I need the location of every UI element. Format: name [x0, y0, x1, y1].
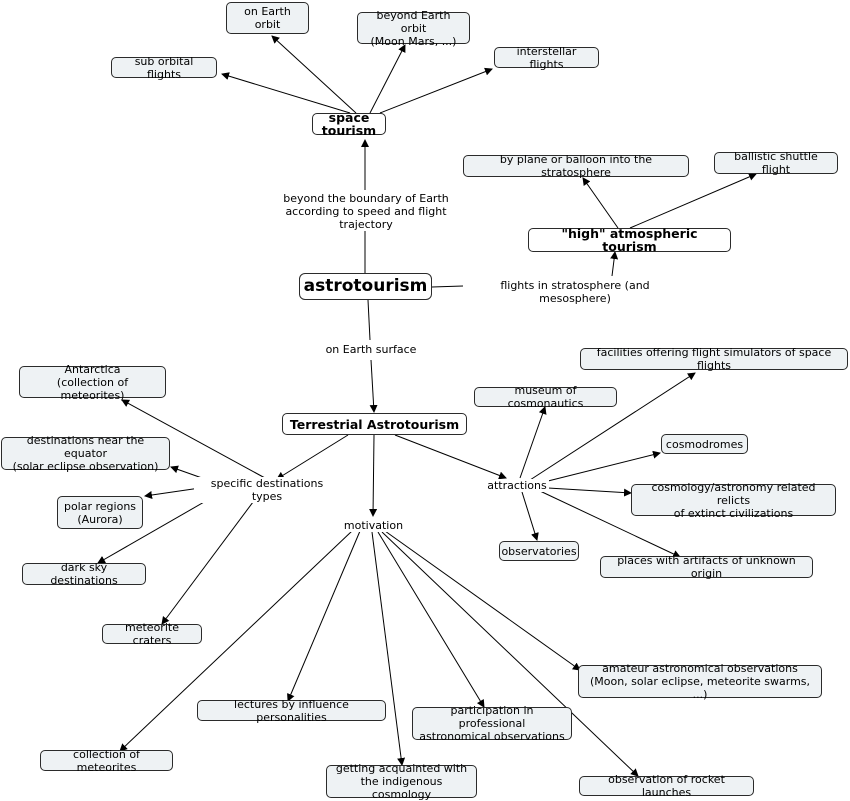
edge [271, 35, 357, 114]
edge [287, 530, 361, 702]
node-amateur-observations[interactable]: amateur astronomical observations (Moon,… [578, 662, 822, 701]
node-destinations-near-equator[interactable]: destinations near the equator (solar ecl… [1, 434, 170, 473]
edge [221, 72, 351, 114]
label-attractions: attractions [485, 479, 549, 492]
node-ballistic-shuttle-flight[interactable]: ballistic shuttle flight [714, 150, 838, 176]
label-beyond-boundary: beyond the boundary of Earth according t… [258, 192, 474, 231]
edge [371, 531, 406, 766]
edge [121, 399, 266, 479]
node-museum-of-cosmonautics[interactable]: museum of cosmonautics [474, 384, 617, 410]
edge [170, 465, 203, 479]
edge [521, 491, 539, 541]
node-relicts[interactable]: cosmology/astronomy related relicts of e… [631, 481, 836, 520]
terrestrial-astrotourism-node[interactable]: Terrestrial Astrotourism [282, 413, 467, 435]
node-dark-sky-destinations[interactable]: dark sky destinations [22, 561, 146, 587]
edge [119, 530, 353, 752]
edge [529, 372, 696, 481]
node-meteorite-craters[interactable]: meteorite craters [102, 621, 202, 647]
edge [519, 406, 547, 479]
edge [369, 44, 406, 114]
node-plane-or-balloon[interactable]: by plane or balloon into the stratospher… [463, 153, 689, 179]
edge [379, 67, 493, 114]
edge [381, 531, 639, 777]
node-lectures[interactable]: lectures by influence personalities [197, 698, 386, 724]
node-beyond-earth-orbit[interactable]: beyond Earth orbit (Moon Mars, ...) [357, 9, 470, 48]
node-observatories[interactable]: observatories [499, 541, 579, 561]
edge [431, 285, 464, 288]
edge [610, 251, 619, 277]
astrotourism-node[interactable]: astrotourism [299, 273, 432, 300]
edge [582, 177, 619, 229]
node-artifacts-unknown-origin[interactable]: places with artifacts of unknown origin [600, 554, 813, 580]
edge [161, 489, 263, 625]
node-interstellar-flights[interactable]: interstellar flights [494, 45, 599, 71]
node-cosmodromes[interactable]: cosmodromes [661, 434, 748, 454]
node-indigenous-cosmology[interactable]: getting acquainted with the indigenous c… [326, 762, 477, 801]
edge [377, 531, 485, 708]
node-on-earth-orbit[interactable]: on Earth orbit [226, 2, 309, 34]
edge [144, 487, 201, 499]
high-atmospheric-tourism-node[interactable]: "high" atmospheric tourism [528, 227, 731, 253]
label-flights-stratosphere: flights in stratosphere (and mesosphere) [464, 279, 686, 305]
label-motivation: motivation [342, 519, 405, 532]
edge [629, 173, 757, 229]
node-flight-simulators[interactable]: facilities offering flight simulators of… [580, 346, 848, 372]
node-rocket-launches[interactable]: observation of rocket launches [579, 773, 754, 799]
edge [369, 359, 378, 413]
node-participation-professional[interactable]: participation in professional astronomic… [412, 704, 572, 743]
space-tourism-node[interactable]: space tourism [312, 111, 386, 137]
node-antarctica[interactable]: Antarctica (collection of meteorites) [19, 363, 166, 402]
edge [539, 490, 681, 558]
label-on-earth-surface: on Earth surface [322, 343, 420, 356]
edge [276, 434, 349, 480]
edge [369, 434, 378, 517]
node-polar-regions[interactable]: polar regions (Aurora) [57, 496, 143, 529]
node-collection-of-meteorites[interactable]: collection of meteorites [40, 748, 173, 774]
edge [547, 487, 632, 497]
edge [547, 450, 661, 482]
edge [384, 530, 581, 671]
label-specific-destinations: specific destinations types [194, 477, 340, 503]
edge [367, 299, 371, 341]
node-sub-orbital-flights[interactable]: sub orbital flights [111, 55, 217, 81]
edge [394, 434, 507, 480]
